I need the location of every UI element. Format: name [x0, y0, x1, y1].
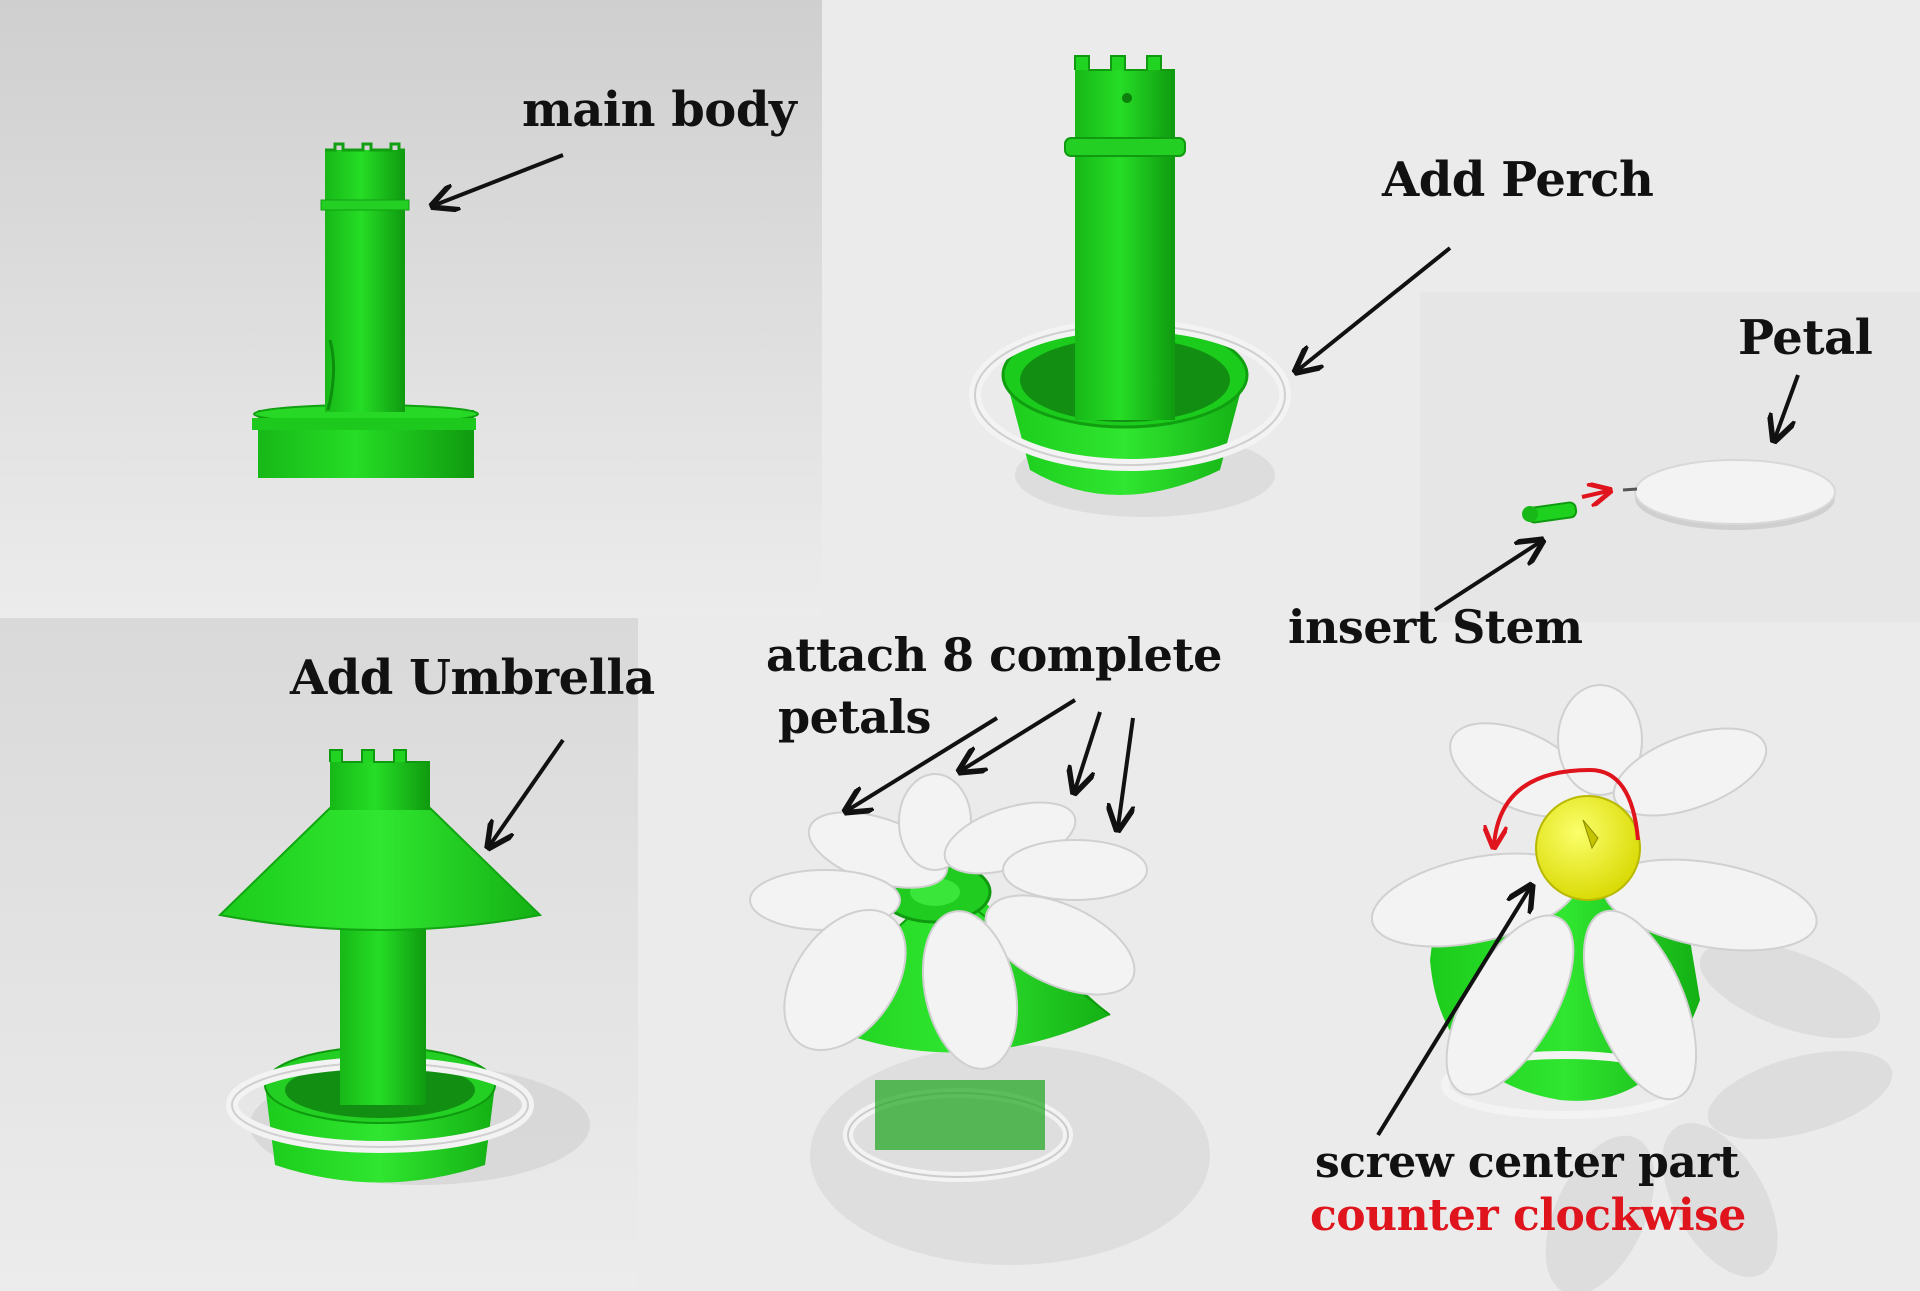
panel-add-umbrella	[0, 618, 638, 1291]
panel-main-body	[0, 0, 822, 618]
arrow-add-perch	[1298, 246, 1452, 370]
arrow-petal-4	[1118, 717, 1135, 827]
flower-center-model	[1370, 684, 1893, 1291]
arrow-petal-1	[848, 716, 999, 810]
arrow-petal-2	[962, 698, 1077, 770]
arrow-add-umbrella	[490, 738, 565, 845]
label-add-umbrella: Add Umbrella	[290, 650, 655, 706]
umbrella-model	[217, 749, 590, 1185]
label-insert-stem: insert Stem	[1288, 600, 1583, 654]
arrow-screw-center	[1376, 888, 1530, 1137]
label-screw-center-line1: screw center part	[1315, 1137, 1739, 1188]
counterclockwise-red-arrow	[1494, 767, 1640, 845]
stem-model	[1522, 501, 1578, 524]
arrow-main-body	[435, 153, 564, 205]
flower-petals-model	[749, 773, 1210, 1265]
arrow-petal-3	[1075, 711, 1102, 790]
perch-model	[969, 55, 1291, 517]
arrow-petal	[1775, 374, 1800, 438]
label-petal: Petal	[1738, 310, 1873, 366]
petal-model	[1622, 459, 1836, 530]
arrow-insert-stem	[1433, 542, 1540, 612]
stem-red-arrow	[1581, 491, 1608, 497]
label-screw-center-line2: counter clockwise	[1310, 1190, 1746, 1241]
main-body-model	[252, 142, 479, 478]
label-main-body: main body	[522, 82, 797, 138]
label-add-perch: Add Perch	[1382, 152, 1654, 208]
label-attach-petals-line1: attach 8 complete	[766, 628, 1222, 682]
label-attach-petals-line2: petals	[778, 690, 931, 744]
